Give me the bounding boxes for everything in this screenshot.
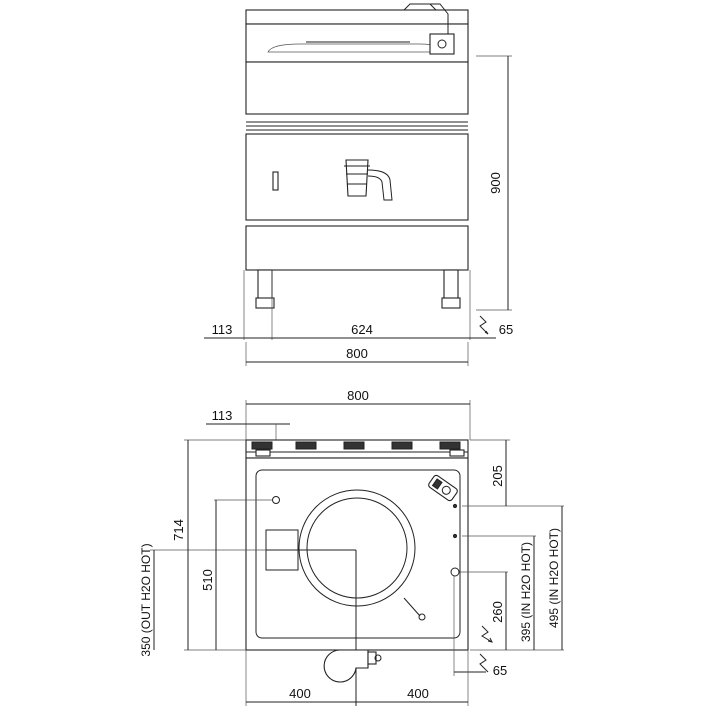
front-plinth <box>245 225 469 271</box>
front-view: 900 113 624 65 800 <box>204 3 513 366</box>
kettle-outer-circle <box>298 489 416 607</box>
electrical-symbol-bottom <box>479 653 489 673</box>
water-tap-head <box>429 33 455 55</box>
dim-495-label: 495 (IN H2O HOT) <box>547 528 561 628</box>
side-slot <box>272 171 279 191</box>
dim-395-label: 395 (IN H2O HOT) <box>519 542 533 642</box>
right-foot <box>443 269 459 301</box>
drain-point <box>272 496 280 504</box>
dim-624-label: 624 <box>351 322 373 337</box>
electrical-symbol-front <box>479 315 489 335</box>
dim-113-front-label: 113 <box>212 322 233 337</box>
drain-handle <box>367 169 393 201</box>
inlet-point-260 <box>450 567 460 577</box>
tap-knob <box>437 39 447 49</box>
inlet-point-395 <box>452 533 458 539</box>
dim-800-front-label: 800 <box>346 346 368 361</box>
water-tap-arm <box>403 3 449 38</box>
top-inner-border <box>255 469 461 639</box>
dim-510-label: 510 <box>200 569 215 591</box>
dim-205-label: 205 <box>490 465 505 487</box>
dim-260-label: 260 <box>490 601 505 623</box>
front-top-rim <box>245 9 469 25</box>
dim-800-top-label: 800 <box>347 388 369 403</box>
dim-714-label: 714 <box>171 519 186 541</box>
electrical-symbol-top <box>481 625 493 643</box>
dim-65-top-label: 65 <box>493 663 507 678</box>
top-view: 800 113 <box>139 388 564 706</box>
water-tap-top-icon <box>428 474 458 502</box>
dim-113-top-label: 113 <box>212 408 233 423</box>
front-control-panel <box>245 61 469 115</box>
dim-350-label: 350 (OUT H2O HOT) <box>139 543 153 656</box>
dim-900-label: 900 <box>488 172 503 194</box>
dim-65-front-label: 65 <box>499 322 513 337</box>
dim-400-left-label: 400 <box>289 686 311 701</box>
dim-400-right-label: 400 <box>407 686 429 701</box>
inlet-point-495 <box>452 503 458 509</box>
kettle-inner-circle <box>306 497 408 599</box>
left-foot <box>257 269 273 301</box>
outlet-valve-icon <box>323 649 369 683</box>
lid-handle <box>403 597 421 617</box>
drain-valve-icon <box>345 159 369 197</box>
